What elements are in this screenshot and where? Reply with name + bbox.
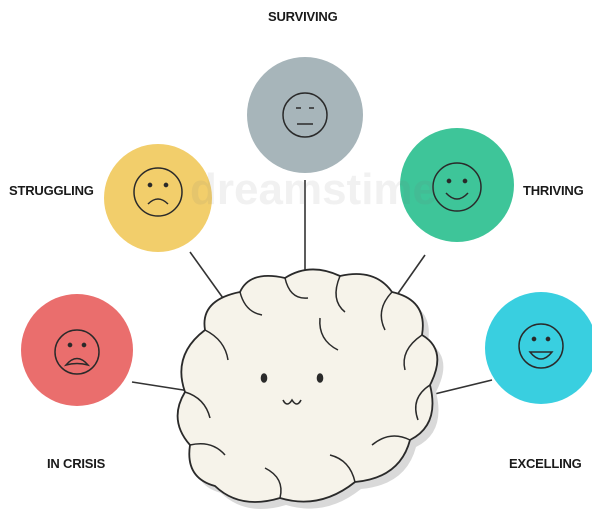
state-circle-thriving (400, 128, 514, 242)
distressed-face-icon (54, 329, 100, 375)
state-circle-surviving (247, 57, 363, 173)
state-circle-struggling (104, 144, 212, 252)
smiling-face-icon (432, 162, 482, 212)
watermark-text: dreamstime (190, 165, 438, 214)
label-surviving: SURVIVING (268, 9, 338, 24)
brain-folds (184, 275, 431, 499)
label-struggling: STRUGGLING (9, 183, 94, 198)
connector-struggling (189, 251, 229, 306)
connectors (131, 180, 493, 401)
label-excelling: EXCELLING (509, 456, 582, 471)
state-circle-excelling (485, 292, 592, 404)
label-in-crisis: IN CRISIS (47, 456, 106, 471)
label-thriving: THRIVING (523, 183, 584, 198)
brain-happy-face-icon (260, 373, 324, 405)
grinning-face-icon (518, 323, 564, 369)
sad-face-icon (133, 167, 183, 217)
state-circle-in-crisis (21, 294, 133, 406)
neutral-face-icon (282, 92, 328, 138)
